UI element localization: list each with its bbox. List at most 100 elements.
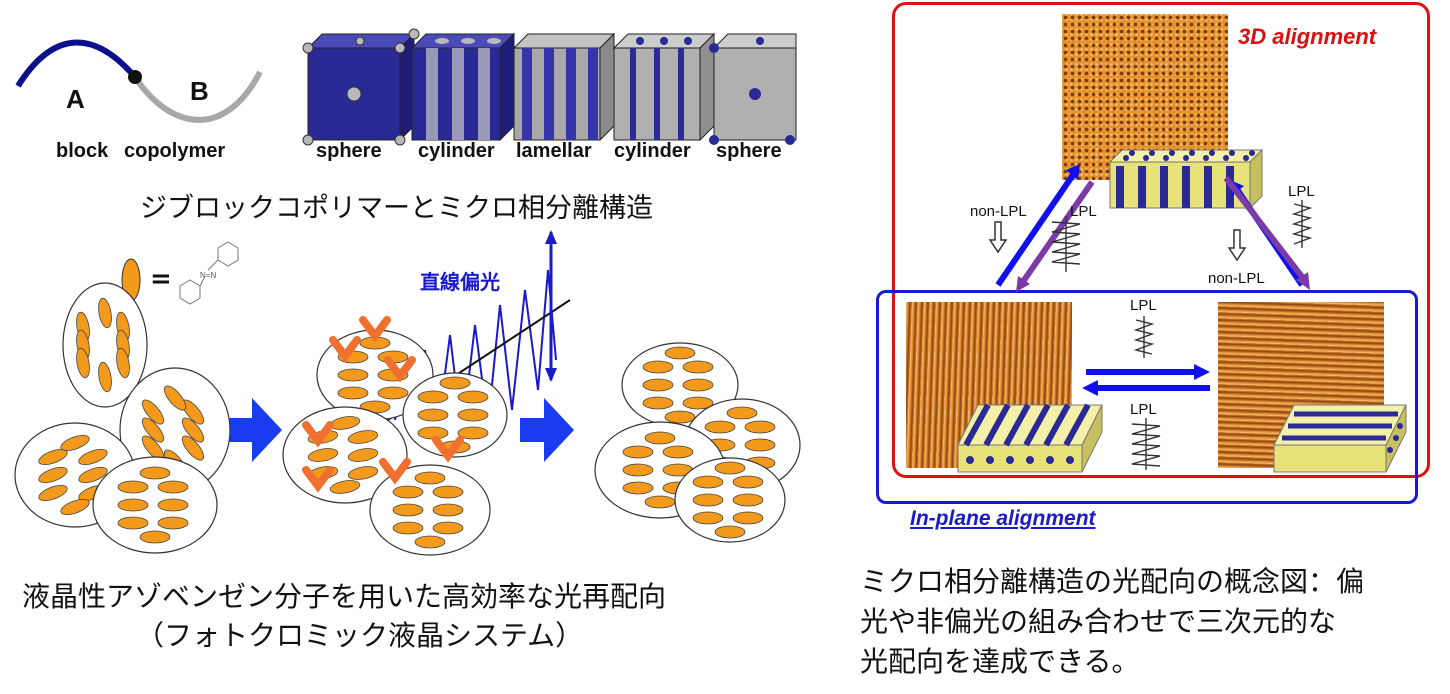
mesogen (414, 535, 446, 549)
azobenzene-structure-icon (179, 241, 239, 305)
polarized-light-label: 直線偏光 (420, 270, 500, 294)
mesogen (732, 511, 764, 525)
afm-image-3d (1062, 14, 1228, 180)
cis-isomer (379, 458, 411, 485)
mesogen (692, 493, 724, 507)
equals-sign: = (150, 264, 172, 294)
mesogen (78, 466, 108, 484)
mesogen (329, 480, 361, 494)
mesogen (682, 396, 714, 410)
mesogen (117, 498, 149, 512)
mesogen (392, 485, 424, 499)
phase-label-sphere-b: sphere (716, 140, 782, 162)
cis-isomer (302, 466, 334, 493)
mesogen (692, 511, 724, 525)
mesogen (76, 347, 90, 379)
mesogen (139, 530, 171, 544)
mesogen (157, 480, 189, 494)
label-lpl-left: LPL (1070, 203, 1097, 220)
lpl-wave-icon-right (1291, 200, 1313, 248)
phase-label-cylinder-a: cylinder (418, 140, 495, 162)
mesogen (38, 448, 68, 466)
mesogen (377, 386, 409, 400)
mesogen (417, 408, 449, 422)
mesogen (181, 435, 205, 461)
label-non-lpl-left: non-LPL (970, 203, 1027, 220)
label-lpl-top: LPL (1130, 297, 1157, 314)
mesogen (704, 420, 736, 434)
mesogen (392, 503, 424, 517)
mesogen (644, 431, 676, 445)
mesogen (457, 426, 489, 440)
phase-cube-sphere-b (709, 33, 797, 145)
process-arrow-2 (520, 398, 574, 462)
mesogen (744, 438, 776, 452)
mesogen (432, 485, 464, 499)
mesogen (714, 461, 746, 475)
block-a-chain (15, 39, 138, 88)
block-b-chain (132, 70, 263, 123)
phase-label-sphere-a: sphere (316, 140, 382, 162)
label-lpl-right: LPL (1288, 183, 1315, 200)
mesogen (347, 430, 379, 444)
mesogen (141, 417, 165, 443)
mesogen (181, 417, 205, 443)
cis-isomer (432, 436, 464, 463)
label-lpl-bottom: LPL (1130, 401, 1157, 418)
cis-isomer (329, 336, 361, 363)
arrow-inplane-to-3d-left (995, 164, 1080, 287)
junction-point (128, 70, 142, 84)
mesogen (622, 445, 654, 459)
concept-caption-line3: 光配向を達成できる。 (860, 645, 1140, 678)
mesogen (60, 434, 90, 452)
title-inplane-alignment: In-plane alignment (910, 507, 1096, 530)
cis-isomer (302, 421, 334, 448)
mesogen (664, 346, 696, 360)
mesogen (347, 466, 379, 480)
mesogen (622, 463, 654, 477)
mesogen (98, 297, 112, 329)
mesogen (692, 475, 724, 489)
phase-cube-sphere-a (302, 28, 420, 146)
mesogen (622, 481, 654, 495)
mesogen (744, 420, 776, 434)
photoreorientation-figure: N=N (14, 230, 801, 556)
mesogen (432, 503, 464, 517)
mesogen (642, 360, 674, 374)
mesogen (662, 445, 694, 459)
mesogen (714, 525, 746, 539)
frame-inplane-alignment (876, 290, 1418, 504)
cis-isomer (384, 356, 416, 383)
mesogen (417, 426, 449, 440)
mesogen (60, 498, 90, 516)
schematic-3d-block (1108, 148, 1264, 210)
mesogen (78, 448, 108, 466)
lpl-wave-icon-left (1051, 216, 1081, 272)
phase-cube-lamellar (512, 32, 616, 142)
mesogen (664, 410, 696, 424)
mesogen (347, 448, 379, 462)
mesogen (38, 466, 68, 484)
mesogen (307, 448, 339, 462)
phase-label-lamellar: lamellar (516, 140, 592, 162)
mesogen (457, 390, 489, 404)
mesogen (117, 480, 149, 494)
mesogen (726, 406, 758, 420)
mesogen (642, 378, 674, 392)
phase-cube-cylinder-a (410, 32, 516, 142)
frame-3d-alignment (892, 2, 1430, 478)
mesogen (116, 347, 130, 379)
mesogen (141, 399, 165, 425)
photoreorientation-caption-line2: （フォトクロミック液晶システム） (136, 619, 584, 652)
mesogen (682, 378, 714, 392)
mesogen (682, 360, 714, 374)
mesogen (644, 495, 676, 509)
mesogen (457, 408, 489, 422)
block-caption-1: block (56, 140, 109, 162)
lc-domain (92, 456, 218, 554)
mesogen (642, 396, 674, 410)
concept-caption-line2: 光や非偏光の組み合わせで三次元的な (860, 605, 1337, 638)
block-caption-2: copolymer (124, 140, 226, 162)
mesogen (732, 493, 764, 507)
arrow-inplane-right-to-left (1082, 380, 1210, 396)
